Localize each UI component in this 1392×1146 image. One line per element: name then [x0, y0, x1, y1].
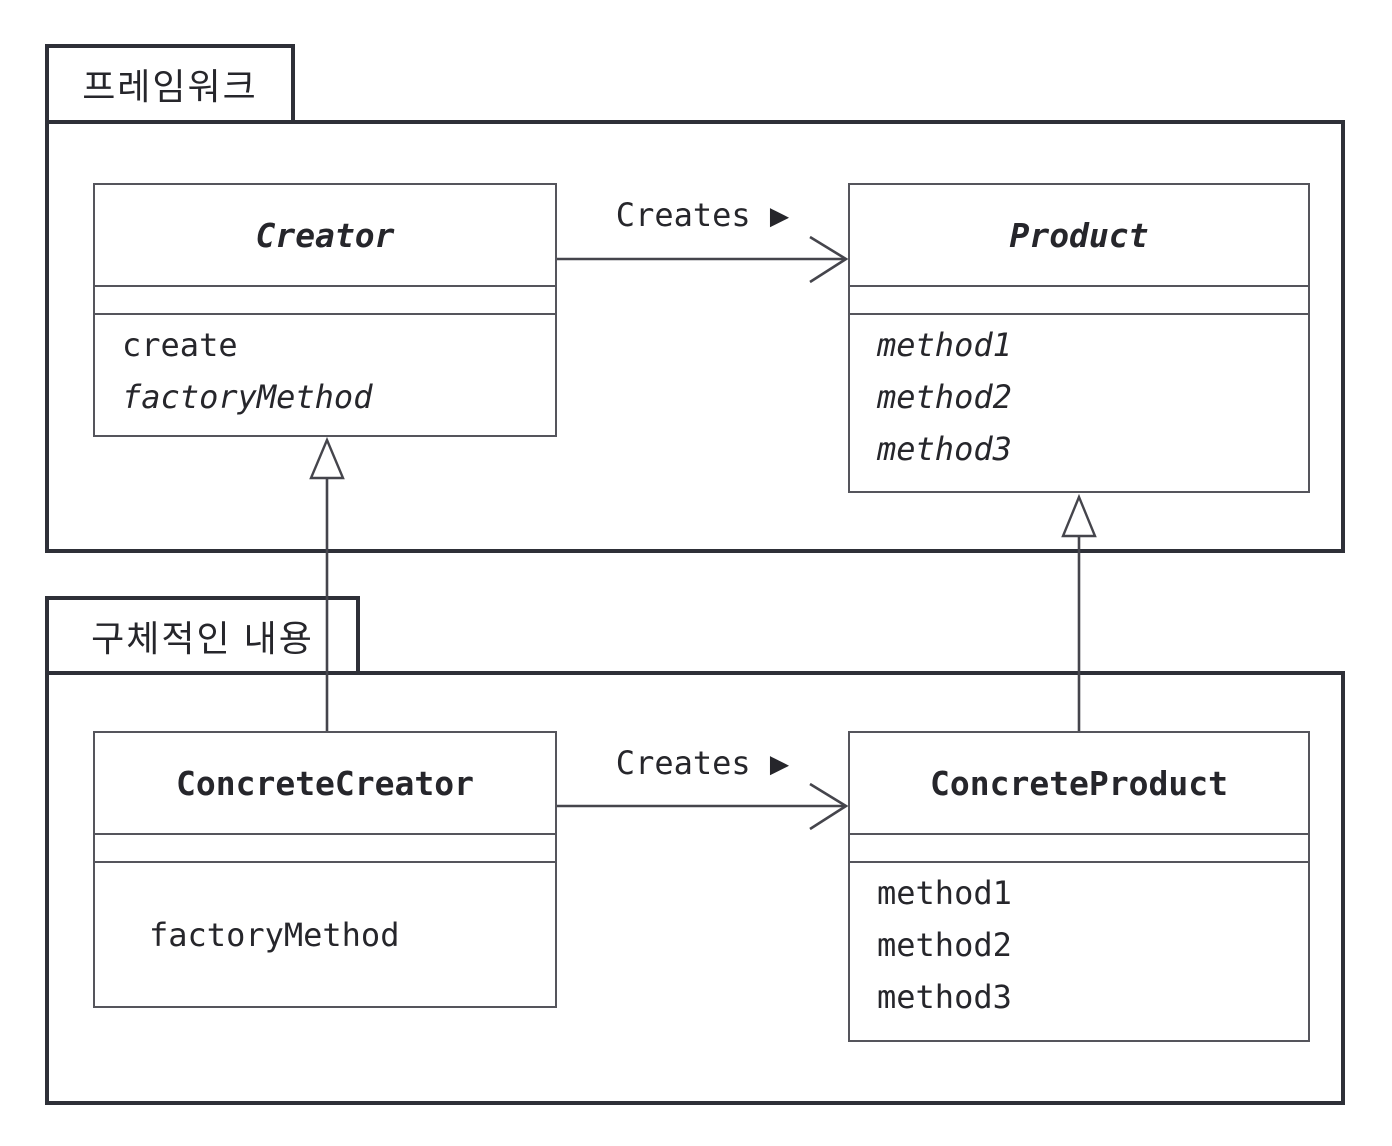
creates-label-bottom: Creates ▶: [615, 744, 790, 782]
method-item-abstract: method3: [877, 430, 1012, 468]
method-item-abstract: method2: [877, 378, 1012, 416]
class-creator: Creator create factoryMethod: [93, 183, 557, 437]
class-concrete-product: ConcreteProduct method1 method2 method3: [848, 731, 1310, 1042]
class-concrete-product-attributes: [850, 835, 1308, 863]
method-item: method2: [877, 926, 1012, 964]
method-item: method1: [877, 874, 1012, 912]
package-framework-body: [45, 120, 1345, 553]
class-concrete-creator-attributes: [95, 835, 555, 863]
class-creator-attributes: [95, 287, 555, 315]
class-product-attributes: [850, 287, 1308, 315]
method-item: method3: [877, 978, 1012, 1016]
package-concrete-tab: 구체적인 내용: [45, 596, 360, 675]
class-creator-title: Creator: [95, 185, 555, 287]
class-concrete-creator-title: ConcreteCreator: [95, 733, 555, 835]
class-concrete-creator-methods: factoryMethod: [95, 863, 555, 1006]
creates-label-top: Creates ▶: [615, 196, 790, 234]
method-item-abstract: factoryMethod: [122, 378, 373, 416]
method-item: create: [122, 326, 238, 364]
class-product: Product method1 method2 method3: [848, 183, 1310, 493]
package-framework-label: 프레임워크: [82, 66, 258, 107]
class-concrete-product-title: ConcreteProduct: [850, 733, 1308, 835]
method-item-abstract: method1: [877, 326, 1012, 364]
class-concrete-creator: ConcreteCreator factoryMethod: [93, 731, 557, 1008]
class-creator-methods: create factoryMethod: [95, 315, 555, 435]
class-product-title: Product: [850, 185, 1308, 287]
package-concrete-label: 구체적인 내용: [91, 617, 314, 659]
class-product-methods: method1 method2 method3: [850, 315, 1308, 491]
class-concrete-product-methods: method1 method2 method3: [850, 863, 1308, 1040]
method-item: factoryMethod: [149, 915, 400, 954]
package-framework-tab: 프레임워크: [45, 44, 295, 124]
package-concrete-body: [45, 671, 1345, 1105]
